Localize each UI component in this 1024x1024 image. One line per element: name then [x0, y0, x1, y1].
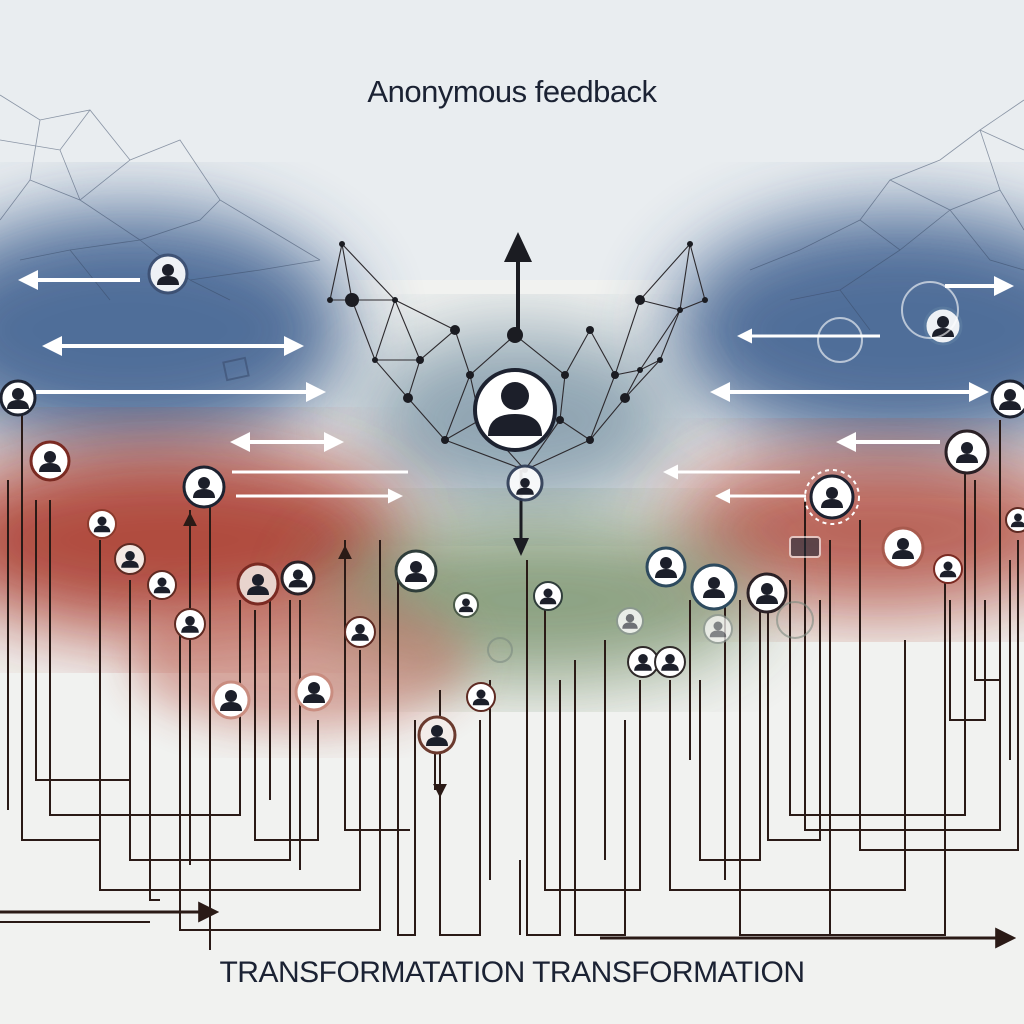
person-nodes — [0, 253, 1024, 755]
person-icon — [417, 715, 457, 755]
person-icon — [703, 614, 733, 644]
person-icon — [174, 608, 206, 640]
mesh-left — [0, 94, 321, 301]
person-icon — [746, 572, 788, 614]
page-title: Anonymous feedback — [367, 74, 657, 109]
person-icon — [453, 592, 479, 618]
person-icon — [804, 469, 860, 525]
arrows-left — [18, 270, 408, 504]
person-icon — [645, 546, 687, 588]
bottom-caption: TRANSFORMATATION TRANSFORMATION — [219, 956, 805, 989]
person-icon — [280, 560, 316, 596]
person-icon — [627, 646, 659, 678]
person-icon — [0, 379, 37, 417]
person-icon — [944, 429, 990, 475]
person-icon — [933, 554, 963, 584]
person-icon — [294, 672, 334, 712]
person-icon — [654, 646, 686, 678]
person-icon — [114, 543, 146, 575]
person-icon — [690, 563, 738, 611]
person-icon — [990, 379, 1024, 419]
person-icon — [923, 306, 963, 346]
person-icon — [147, 570, 177, 600]
person-icon — [394, 549, 438, 593]
person-icon — [29, 440, 71, 482]
person-icon — [533, 581, 563, 611]
person-icon — [147, 253, 189, 295]
tree-arrows — [0, 512, 1017, 949]
person-icon — [344, 616, 376, 648]
person-icon — [236, 562, 280, 606]
arrows-right — [663, 276, 1014, 504]
person-icon — [616, 607, 644, 635]
hub-person-icon — [473, 368, 557, 502]
person-icon — [182, 465, 226, 509]
person-icon — [881, 526, 925, 570]
person-icon — [466, 682, 496, 712]
ring-accents — [222, 281, 959, 663]
person-icon — [211, 680, 251, 720]
person-icon — [1005, 507, 1024, 533]
line-tree — [7, 410, 1019, 950]
mesh-right — [749, 99, 1024, 331]
person-icon — [87, 509, 117, 539]
